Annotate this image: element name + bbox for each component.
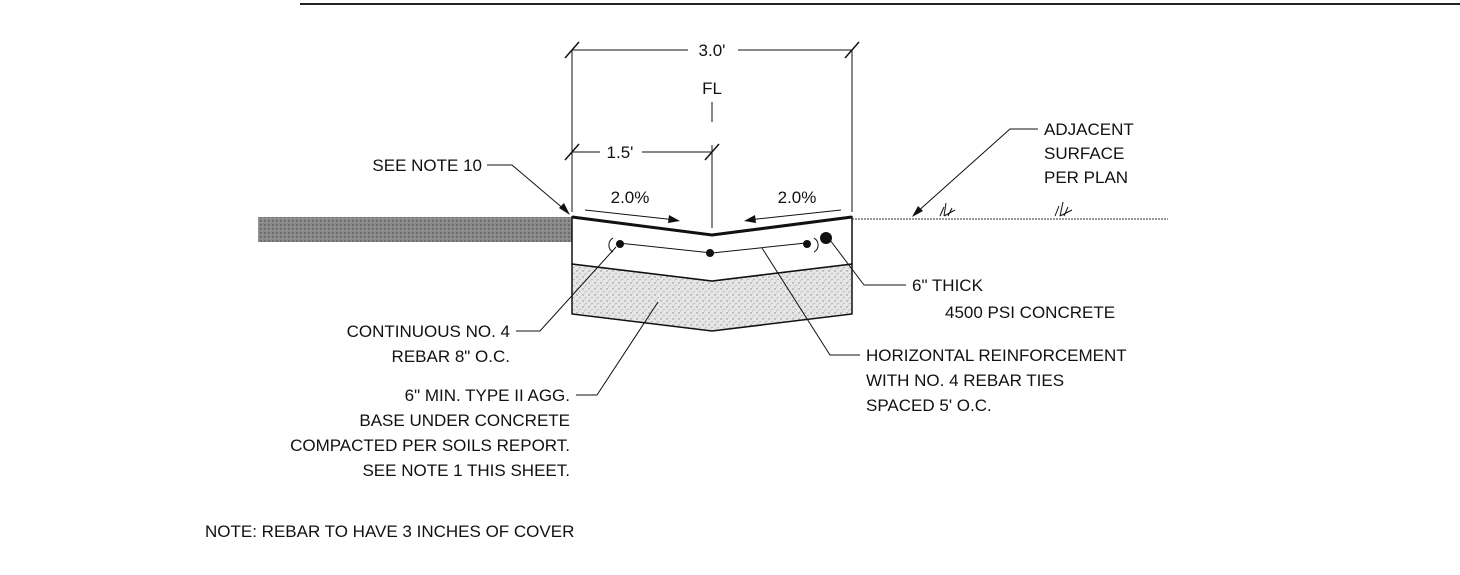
base-callout-line-3: COMPACTED PER SOILS REPORT. (290, 436, 570, 455)
half-width-dimension (564, 143, 720, 161)
reinforcement-callout-line-3: SPACED 5' O.C. (866, 396, 992, 415)
base-callout-line-1: 6" MIN. TYPE II AGG. (405, 386, 570, 405)
adjacent-surface-callout-line-1: ADJACENT (1044, 120, 1134, 139)
existing-pavement (258, 217, 572, 242)
adjacent-surface-callout-line-2: SURFACE (1044, 144, 1124, 163)
overall-width-dimension (564, 41, 860, 212)
concrete-callout-line-1: 6" THICK (912, 276, 984, 295)
left-slope-label: 2.0% (611, 188, 650, 207)
right-slope-arrow (744, 209, 842, 223)
grass-symbol (939, 201, 1073, 217)
reinforcement-leader (761, 247, 860, 356)
half-width-label: 1.5' (607, 143, 634, 162)
reinforcement-callout-line-1: HORIZONTAL REINFORCEMENT (866, 346, 1127, 365)
right-slope-label: 2.0% (778, 188, 817, 207)
base-callout-line-2: BASE UNDER CONCRETE (359, 411, 570, 430)
base-leader (576, 301, 659, 396)
rebar-cover-note: NOTE: REBAR TO HAVE 3 INCHES OF COVER (205, 522, 574, 541)
adjacent-surface-callout-line-3: PER PLAN (1044, 168, 1128, 187)
rebar-markers (608, 232, 832, 257)
rebar-callout-line-1: CONTINUOUS NO. 4 (347, 322, 510, 341)
see-note-leader (487, 164, 570, 215)
see-note-callout: SEE NOTE 10 (372, 156, 482, 175)
concrete-leader (829, 239, 865, 286)
base-callout-line-4: SEE NOTE 1 THIS SHEET. (362, 461, 570, 480)
overall-width-label: 3.0' (699, 41, 726, 60)
concrete-callout-line-2: 4500 PSI CONCRETE (945, 303, 1115, 322)
flowline-label: FL (702, 79, 722, 98)
rebar-leader (516, 246, 617, 332)
gutter-surface (571, 215, 853, 237)
reinforcement-callout-line-2: WITH NO. 4 REBAR TIES (866, 371, 1064, 390)
adjacent-surface-leader (912, 128, 1038, 217)
left-slope-arrow (584, 209, 680, 223)
rebar-callout-line-2: REBAR 8" O.C. (392, 347, 510, 366)
